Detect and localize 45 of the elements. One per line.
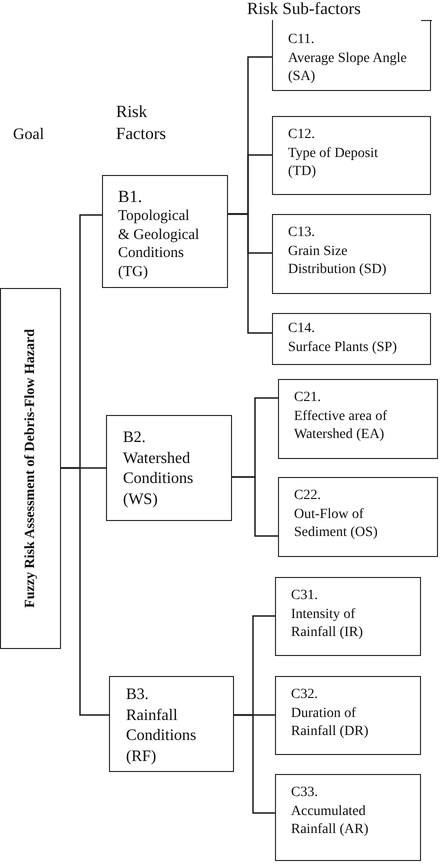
subfactor-code: C13. bbox=[288, 224, 315, 242]
subfactor-box bbox=[272, 214, 431, 294]
factor-name: Topological & Geological Conditions (TG) bbox=[118, 207, 200, 281]
subfactor-code: C12. bbox=[288, 126, 315, 144]
subfactor-code: C11. bbox=[288, 31, 314, 49]
subfactor-box bbox=[272, 313, 431, 365]
subfactor-box bbox=[275, 577, 421, 656]
subfactor-name: Surface Plants (SP) bbox=[288, 338, 397, 356]
subfactor-code: C14. bbox=[288, 320, 315, 338]
subfactor-name: Grain Size Distribution (SD) bbox=[288, 242, 388, 279]
connector-line bbox=[232, 476, 278, 537]
subfactor-name: Average Slope Angle (SA) bbox=[288, 50, 408, 86]
factor-code: B3. bbox=[126, 685, 149, 705]
subfactor-name: Intensity of Rainfall (IR) bbox=[291, 606, 364, 642]
connector-line bbox=[228, 213, 272, 334]
subfactor-box bbox=[278, 379, 438, 459]
factor-box bbox=[102, 175, 228, 288]
subfactor-code: C31. bbox=[291, 587, 318, 605]
subfactor-code: C32. bbox=[291, 686, 318, 704]
factor-box bbox=[106, 415, 232, 521]
subfactor-box bbox=[272, 20, 431, 91]
factor-box bbox=[109, 676, 234, 772]
subfactor-name: Accumulated Rainfall (AR) bbox=[291, 802, 370, 839]
subfactor-box bbox=[278, 477, 438, 557]
connector-line bbox=[234, 714, 275, 814]
factor-name: Rainfall Conditions (RF) bbox=[126, 706, 198, 766]
subfactor-name: Out-Flow of Sediment (OS) bbox=[294, 506, 379, 542]
subfactor-code: C33. bbox=[291, 784, 318, 802]
subfactor-code: C22. bbox=[294, 487, 321, 505]
factor-code: B2. bbox=[123, 428, 146, 448]
connector-line bbox=[61, 467, 109, 716]
subfactor-box bbox=[272, 116, 431, 195]
subfactor-name: Type of Deposit (TD) bbox=[288, 144, 380, 181]
goal-title: Fuzzy Risk Assessment of Debris-Flow Hazard bbox=[22, 329, 38, 608]
column-heading: Risk Sub-factors bbox=[247, 0, 361, 18]
column-heading: Risk Factors bbox=[116, 101, 168, 145]
subfactor-box bbox=[275, 676, 421, 755]
subfactor-code: C21. bbox=[294, 389, 321, 407]
subfactor-name: Duration of Rainfall (DR) bbox=[291, 704, 370, 741]
subfactor-box bbox=[275, 774, 421, 861]
goal-box bbox=[0, 288, 61, 649]
subfactor-name: Effective area of Watershed (EA) bbox=[294, 408, 388, 444]
factor-name: Watershed Conditions (WS) bbox=[123, 448, 194, 510]
factor-code: B1. bbox=[118, 187, 142, 207]
column-heading: Goal bbox=[13, 126, 44, 144]
